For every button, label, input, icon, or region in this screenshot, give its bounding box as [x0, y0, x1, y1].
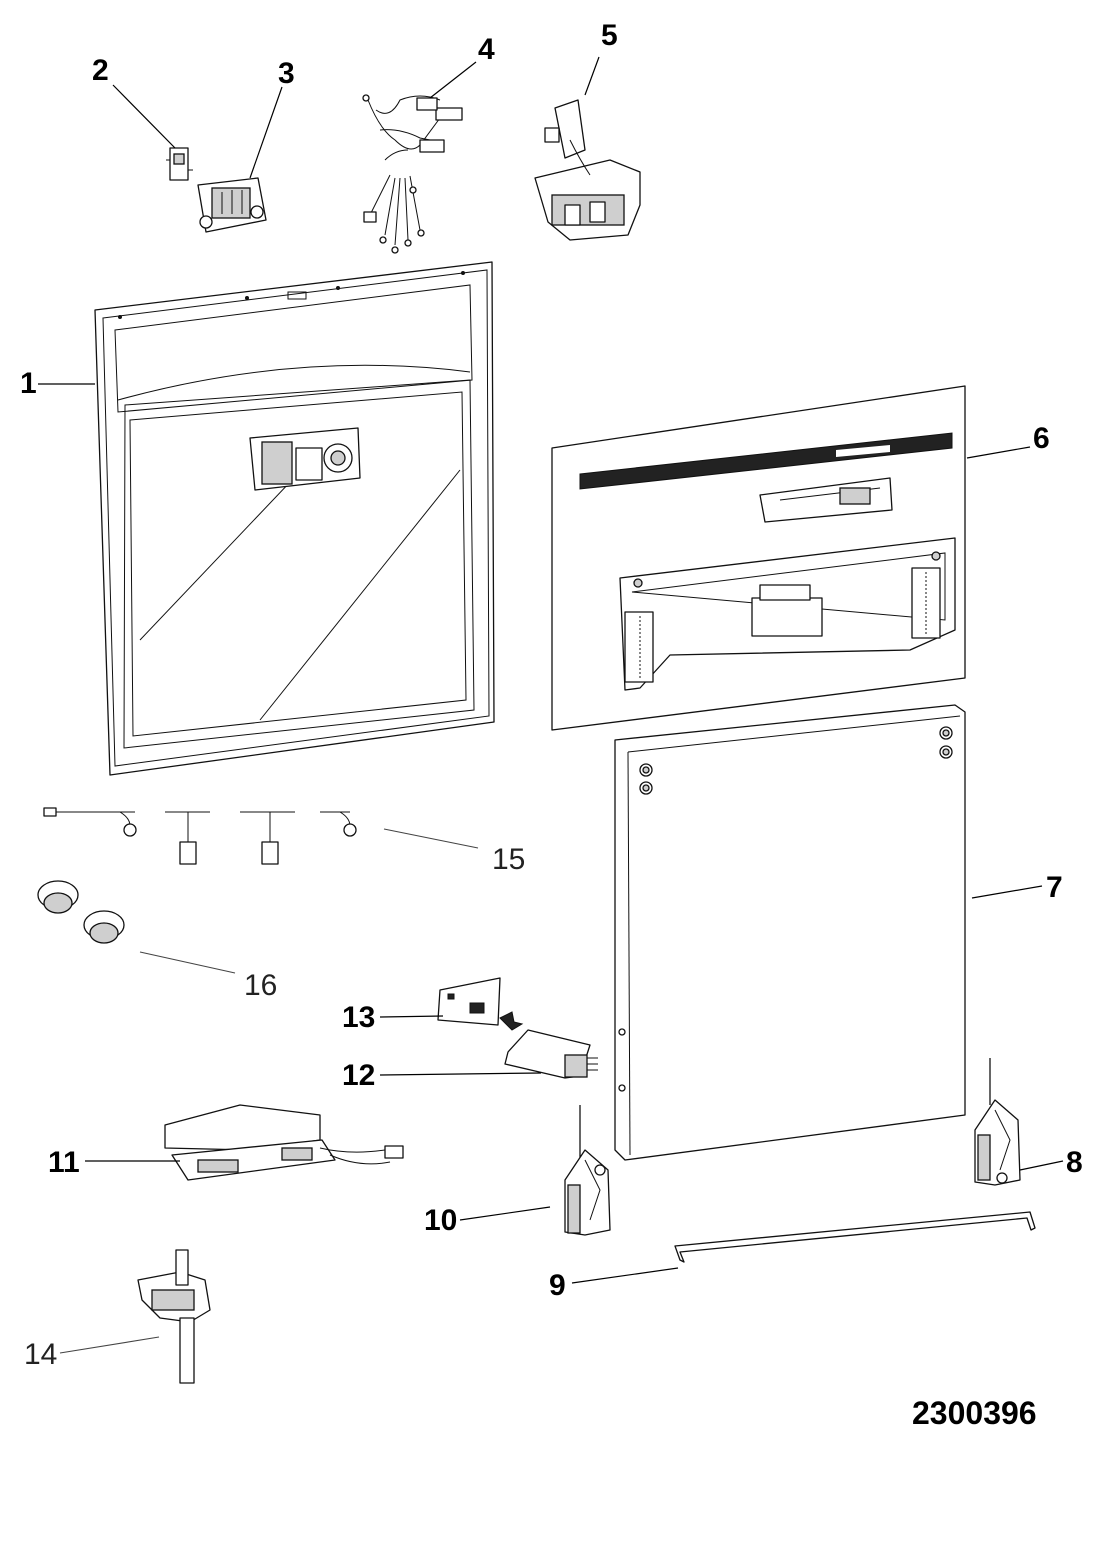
callout-1: 1: [20, 367, 37, 400]
drawing-number: 2300396: [912, 1395, 1037, 1431]
part-wiring-harness: [362, 94, 463, 254]
callout-12: 12: [342, 1059, 375, 1092]
callout-10: 10: [424, 1204, 457, 1237]
callout-7: 7: [1046, 871, 1063, 904]
part-lamps: [37, 880, 125, 944]
callout-5: 5: [601, 19, 618, 52]
part-outer-door-panel: [614, 704, 966, 1161]
part-electronic-module: [504, 1029, 598, 1079]
part-inner-door-panel: [94, 261, 495, 776]
door-dispenser: [249, 427, 361, 491]
callout-11: 11: [48, 1146, 80, 1179]
callout-labels: 1 2 3 4 5 6 7 8 9 10 11 12 13 14 15 16: [20, 19, 1083, 1371]
part-label-card: [437, 977, 524, 1031]
callout-4: 4: [478, 33, 495, 66]
callout-14: 14: [24, 1338, 57, 1371]
part-door-switch: [166, 147, 193, 181]
part-rod: [674, 1211, 1036, 1263]
part-control-board: [164, 1104, 404, 1181]
callout-15: 15: [492, 843, 525, 876]
leader-lines: [38, 56, 1064, 1354]
part-hinge-right: [974, 1058, 1021, 1186]
part-actuator: [137, 1249, 211, 1384]
part-lamp-harness: [43, 807, 357, 865]
callout-8: 8: [1066, 1146, 1083, 1179]
callout-2: 2: [92, 54, 109, 87]
callout-13: 13: [342, 1001, 375, 1034]
callout-16: 16: [244, 969, 277, 1002]
part-door-lock: [197, 177, 267, 233]
part-control-panel: [551, 385, 966, 731]
part-detergent-dispenser: [534, 99, 641, 241]
callout-9: 9: [549, 1269, 566, 1302]
callout-3: 3: [278, 57, 295, 90]
part-hinge-left: [564, 1105, 611, 1236]
callout-6: 6: [1033, 422, 1050, 455]
